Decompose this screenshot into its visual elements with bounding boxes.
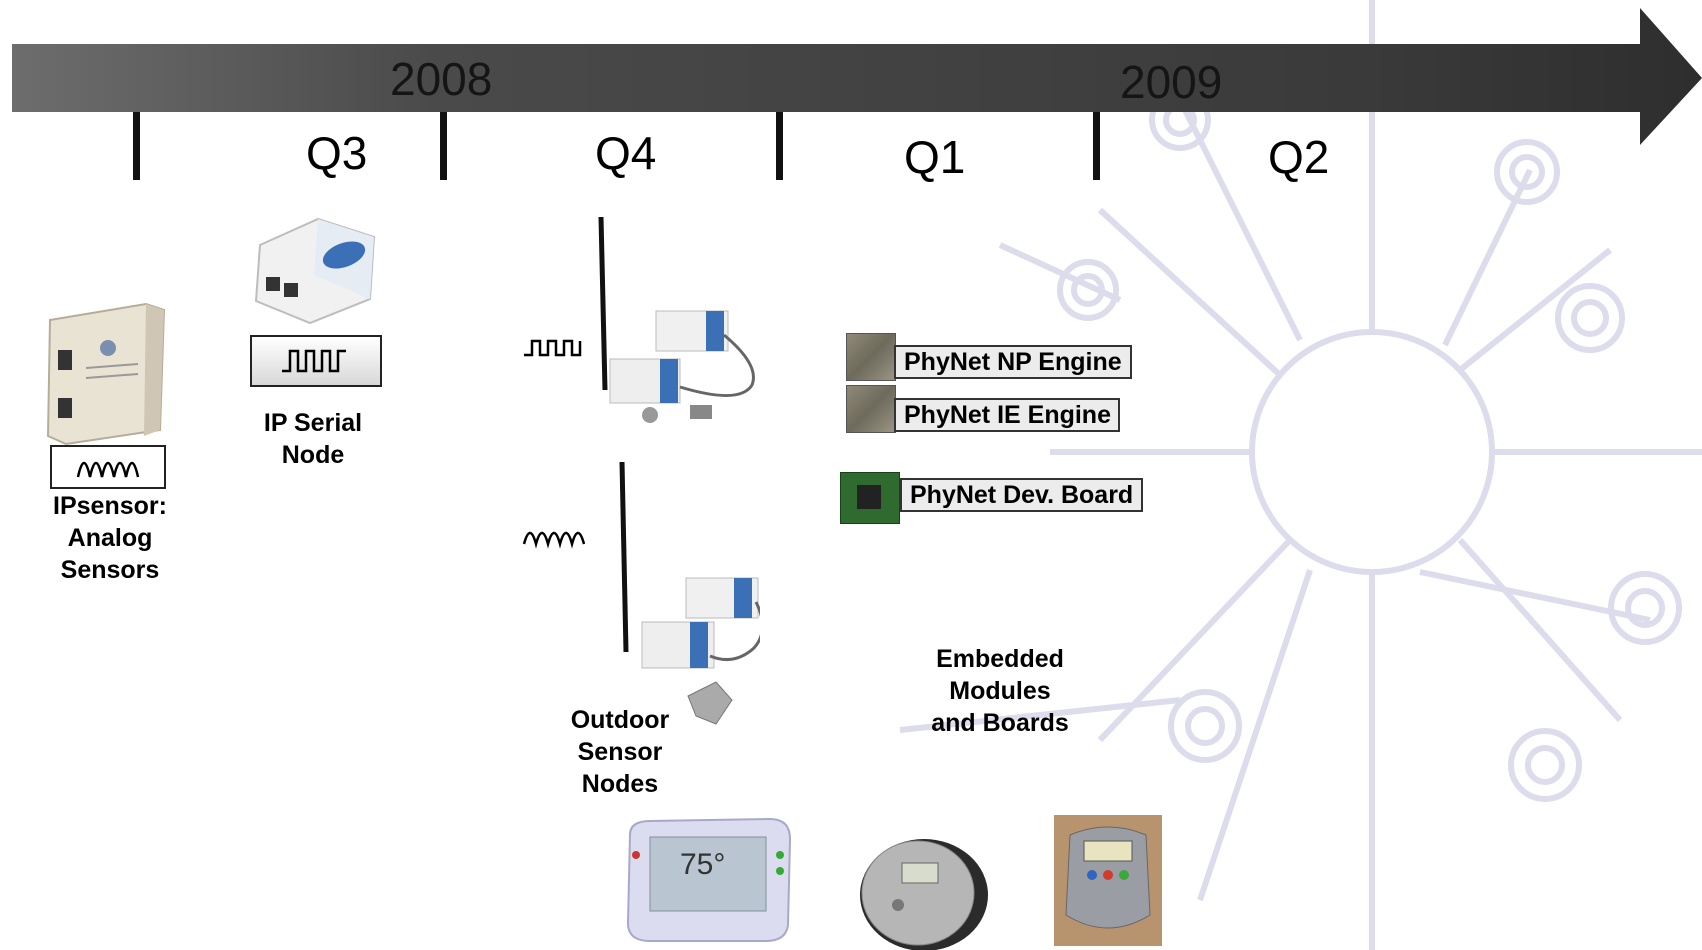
- year-label-2008: 2008: [390, 53, 493, 105]
- timeline-tick: [440, 112, 447, 180]
- serial-node-label: IP Serial Node: [228, 407, 398, 471]
- thermostat-display-text: 75°: [680, 848, 726, 881]
- embedded-label-line1: Embedded: [936, 645, 1064, 673]
- outdoor-serial-node-image: [524, 216, 755, 423]
- ipsensor-label: IPsensor: Analog Sensors: [30, 490, 190, 586]
- serial-node-device-image: [254, 217, 376, 325]
- outdoor-nodes-label-line2: Sensor: [577, 738, 663, 766]
- analog-wave-icon: [76, 461, 140, 478]
- serial-signal-box: [250, 335, 382, 387]
- embedded-label-line3: and Boards: [931, 709, 1069, 737]
- quarter-label-q3: Q3: [306, 127, 368, 179]
- outdoor-analog-node-image: [522, 461, 760, 725]
- serial-node-label-line1: IP Serial: [263, 409, 363, 437]
- ie-engine-label: PhyNet IE Engine: [894, 398, 1120, 432]
- electric-meter-image: [860, 839, 988, 950]
- serial-square-wave-icon: [282, 349, 346, 373]
- dev-board-chip: [857, 485, 881, 509]
- np-engine-chip-image: [846, 333, 896, 381]
- analog-signal-box: [50, 445, 166, 489]
- embedded-label: Embedded Modules and Boards: [900, 643, 1100, 739]
- ipsensor-label-line1: IPsensor:: [53, 492, 167, 520]
- timeline-arrow: [12, 8, 1702, 145]
- quarter-label-q1: Q1: [904, 131, 966, 183]
- timeline-tick: [776, 112, 783, 180]
- thermostat-image: [626, 817, 792, 942]
- outdoor-nodes-label-line3: Nodes: [581, 770, 659, 798]
- water-meter-image: [1054, 815, 1162, 946]
- quarter-label-q2: Q2: [1268, 131, 1330, 183]
- quarter-label-q4: Q4: [595, 127, 657, 179]
- ipsensor-label-line3: Sensors: [60, 556, 160, 584]
- ie-engine-chip-image: [846, 385, 896, 433]
- embedded-label-line2: Modules: [949, 677, 1051, 705]
- year-label-2009: 2009: [1120, 56, 1223, 108]
- ipsensor-label-line2: Analog: [67, 524, 153, 552]
- np-engine-label: PhyNet NP Engine: [894, 345, 1132, 379]
- water-meter-body: [1065, 826, 1151, 929]
- ipsensor-device-image: [46, 302, 166, 446]
- dev-board-label: PhyNet Dev. Board: [900, 478, 1144, 512]
- dev-board-image: [840, 472, 900, 524]
- serial-node-label-line2: Node: [281, 441, 345, 469]
- timeline-tick: [133, 112, 140, 180]
- outdoor-nodes-label: Outdoor Sensor Nodes: [545, 704, 695, 800]
- outdoor-nodes-label-line1: Outdoor: [570, 706, 670, 734]
- timeline-tick: [1093, 112, 1100, 180]
